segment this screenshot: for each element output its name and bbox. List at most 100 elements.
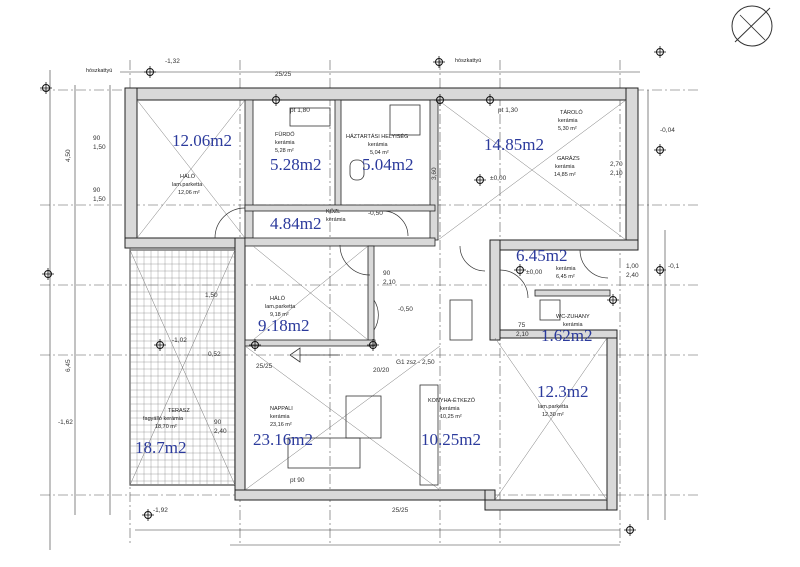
label-konyha-area: 10,25 m² bbox=[440, 414, 462, 420]
area-terasz: 18.7m2 bbox=[135, 438, 186, 457]
level-marker-cross bbox=[474, 174, 486, 186]
area-eloter: 6.45m2 bbox=[516, 246, 567, 265]
dim-2525-mid: 25/25 bbox=[256, 363, 273, 370]
label-haztartasi-floor: kerámia bbox=[368, 142, 389, 148]
level-mid1: -0,50 bbox=[368, 210, 383, 217]
dim-75: 75 bbox=[518, 322, 526, 329]
level-right: -0,1 bbox=[668, 263, 680, 270]
label-halo1-name: HÁLÓ bbox=[180, 173, 196, 180]
area-nappali: 23.16m2 bbox=[253, 430, 313, 449]
dim-90-c: 90 bbox=[214, 419, 222, 426]
area-furdo: 5.28m2 bbox=[270, 155, 321, 174]
label-wc-name: WC-ZUHANY bbox=[556, 314, 590, 320]
dimension-lines bbox=[49, 70, 666, 550]
level-marker-cross bbox=[40, 82, 52, 94]
label-tarolo-area: 5,30 m² bbox=[558, 126, 577, 132]
dim-360: 3,60 bbox=[431, 167, 438, 180]
level-marker-cross bbox=[154, 339, 166, 351]
level-marker-cross bbox=[367, 339, 379, 351]
terrace-tiles bbox=[129, 249, 236, 486]
label-garazs-area: 14,85 m² bbox=[554, 172, 576, 178]
area-kozl: 4.84m2 bbox=[270, 214, 321, 233]
dim-100: 1,00 bbox=[626, 263, 639, 270]
level-marker-cross bbox=[514, 264, 526, 276]
dim-90-a: 90 bbox=[93, 135, 101, 142]
label-terasz-name: TERASZ bbox=[168, 408, 190, 414]
label-terasz-area: 18,70 m² bbox=[155, 424, 177, 430]
level-marker-cross bbox=[249, 339, 261, 351]
label-hoszkatty-right: hószkattyú bbox=[455, 58, 481, 64]
level-marker-cross bbox=[433, 56, 445, 68]
area-halo2: 9.18m2 bbox=[258, 316, 309, 335]
dim-150-a: 1,50 bbox=[93, 144, 106, 151]
label-halo3-floor: lam.parketta bbox=[538, 404, 569, 410]
dim-150-c: 1,50 bbox=[205, 292, 218, 299]
level-marker-cross bbox=[270, 94, 282, 106]
label-halo2-floor: lam.parketta bbox=[265, 304, 296, 310]
dim-240: 2,40 bbox=[214, 428, 227, 435]
label-haztartasi-area: 5,04 m² bbox=[370, 150, 389, 156]
level-marker-cross bbox=[654, 46, 666, 58]
dim-2525-top: 25/25 bbox=[275, 71, 292, 78]
label-furdo-area: 5,28 m² bbox=[275, 148, 294, 154]
dim-210-b: 2,10 bbox=[610, 170, 623, 177]
dim-645: 6,45 bbox=[65, 359, 72, 372]
doors bbox=[214, 207, 609, 331]
label-furdo-floor: kerámia bbox=[275, 140, 296, 146]
dim-450: 4,50 bbox=[65, 149, 72, 162]
dim-90-d: 90 bbox=[383, 270, 391, 277]
label-halo2-name: HÁLÓ bbox=[270, 295, 286, 302]
label-furdo-name: FÜRDŐ bbox=[275, 131, 295, 138]
label-wc-floor: kerámia bbox=[563, 322, 584, 328]
label-halo2-area: 9,18 m² bbox=[270, 312, 289, 318]
level-top-right: -0,04 bbox=[660, 127, 675, 134]
room-diagonals bbox=[129, 99, 627, 501]
dim-90-b: 90 bbox=[93, 187, 101, 194]
label-halo1-area: 12,06 m² bbox=[178, 190, 200, 196]
dim-150-b: 1,50 bbox=[93, 196, 106, 203]
label-konyha-name: KONYHA-ÉTKEZŐ bbox=[428, 397, 476, 404]
level-marker-cross bbox=[142, 509, 154, 521]
level-marker-cross bbox=[42, 268, 54, 280]
dim-2525-bottom: 25/25 bbox=[392, 507, 409, 514]
label-nappali-name: NAPPALI bbox=[270, 406, 293, 412]
label-nappali-floor: kerámia bbox=[270, 414, 291, 420]
level-eloter: ±0,00 bbox=[526, 269, 543, 276]
dim-2020: 20/20 bbox=[373, 367, 390, 374]
area-halo1: 12.06m2 bbox=[172, 131, 232, 150]
label-terasz-floor: fagyálló kerámia bbox=[143, 416, 184, 422]
level-bottom: -1,92 bbox=[153, 507, 168, 514]
label-konyha-floor: kerámia bbox=[440, 406, 461, 412]
label-halo3-area: 12,30 m² bbox=[542, 412, 564, 418]
level-marker-cross bbox=[434, 94, 446, 106]
dim-052: 0,52 bbox=[208, 351, 221, 358]
level-garazs: ±0,00 bbox=[490, 175, 507, 182]
area-halo3: 12.3m2 bbox=[537, 382, 588, 401]
level-terasz: -1,02 bbox=[172, 337, 187, 344]
fixtures bbox=[287, 104, 561, 486]
label-tarolo-name: TÁROLÓ bbox=[560, 109, 583, 116]
label-kozl-floor: kerámia bbox=[326, 217, 347, 223]
label-kozl-name: KÖZL bbox=[326, 208, 340, 215]
label-nappali-area: 23,16 m² bbox=[270, 422, 292, 428]
level-markers bbox=[40, 46, 666, 536]
dim-270: 2,70 bbox=[610, 161, 623, 168]
level-marker-cross bbox=[624, 524, 636, 536]
label-eloter-floor: kerámia bbox=[556, 266, 577, 272]
area-garazs: 14.85m2 bbox=[484, 135, 544, 154]
dim-240-b: 2,40 bbox=[626, 272, 639, 279]
level-left: -1,62 bbox=[58, 419, 73, 426]
label-garazs-floor: kerámia bbox=[555, 164, 576, 170]
label-halo1-floor: lam.parketta bbox=[172, 182, 203, 188]
label-eloter-area: 6,45 m² bbox=[556, 274, 575, 280]
dim-pt130: pt 1,30 bbox=[498, 107, 518, 114]
walls bbox=[124, 87, 639, 511]
dim-pt90: pt 90 bbox=[290, 477, 305, 484]
label-garazs-name: GARÁZS bbox=[557, 155, 580, 162]
dim-pt180: pt 1,80 bbox=[290, 107, 310, 114]
level-marker-cross bbox=[607, 294, 619, 306]
area-haztartasi: 5.04m2 bbox=[362, 155, 413, 174]
level-marker-cross bbox=[484, 94, 496, 106]
dim-210-c: 2,10 bbox=[516, 331, 529, 338]
dim-210-a: 2,10 bbox=[383, 279, 396, 286]
